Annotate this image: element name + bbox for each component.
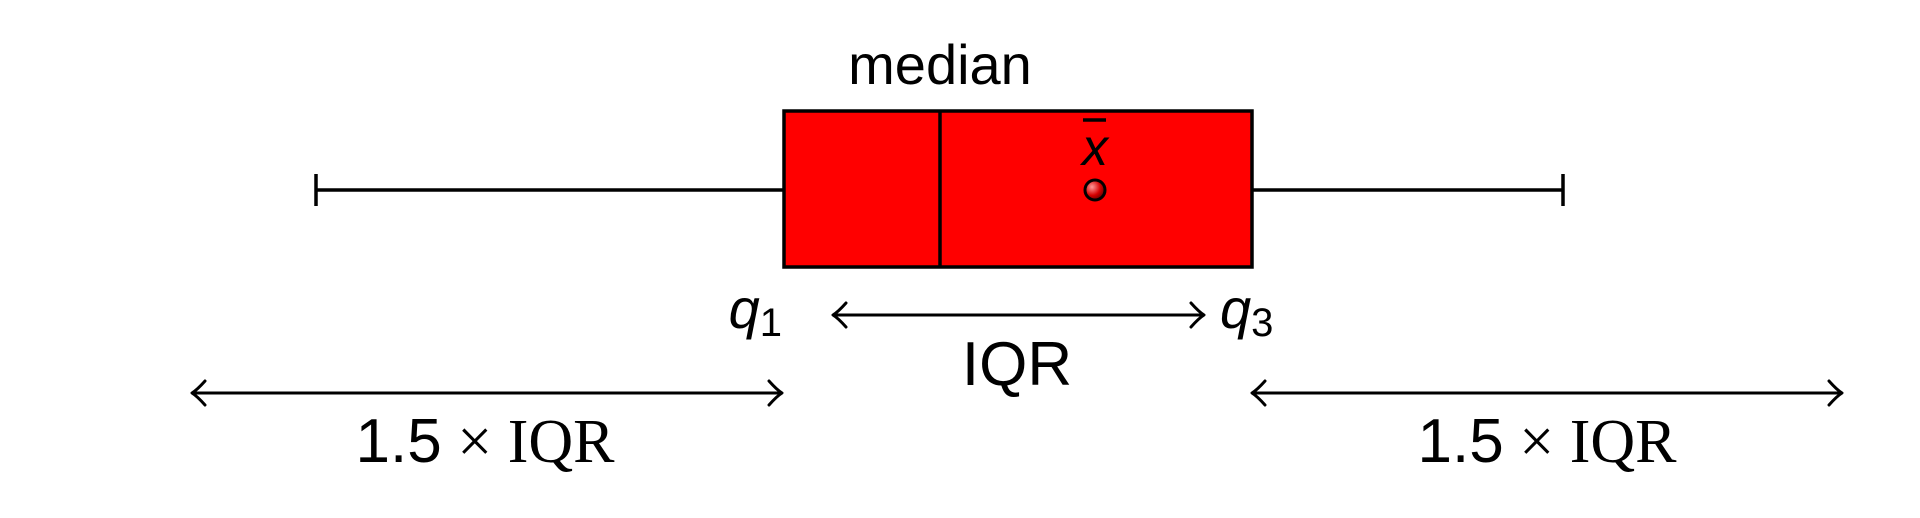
median-label: median [848,33,1032,96]
left-range-times: × [457,408,492,476]
right-range-multiplier: 1.5 [1418,407,1504,476]
iqr-label: IQR [962,330,1072,399]
q3-subscript: 3 [1251,301,1273,345]
q3-label: q3 [1220,277,1273,345]
q1-subscript: 1 [760,301,782,345]
left-range-iqr: IQR [508,408,615,476]
right-range-times: × [1519,408,1554,476]
iqr-arrow [831,301,1206,329]
mean-point [1083,178,1107,202]
right-range-label: 1.5 × IQR [1418,407,1678,476]
left-range-label: 1.5 × IQR [356,407,616,476]
q3-letter: q [1220,277,1251,340]
left-range-arrow [190,379,784,407]
iqr-box [782,109,1254,269]
q1-letter: q [729,277,760,340]
right-range-arrow [1250,379,1844,407]
mean-symbol: x [1079,119,1110,177]
right-range-iqr: IQR [1570,408,1677,476]
left-range-multiplier: 1.5 [356,407,442,476]
q1-label: q1 [729,277,782,345]
